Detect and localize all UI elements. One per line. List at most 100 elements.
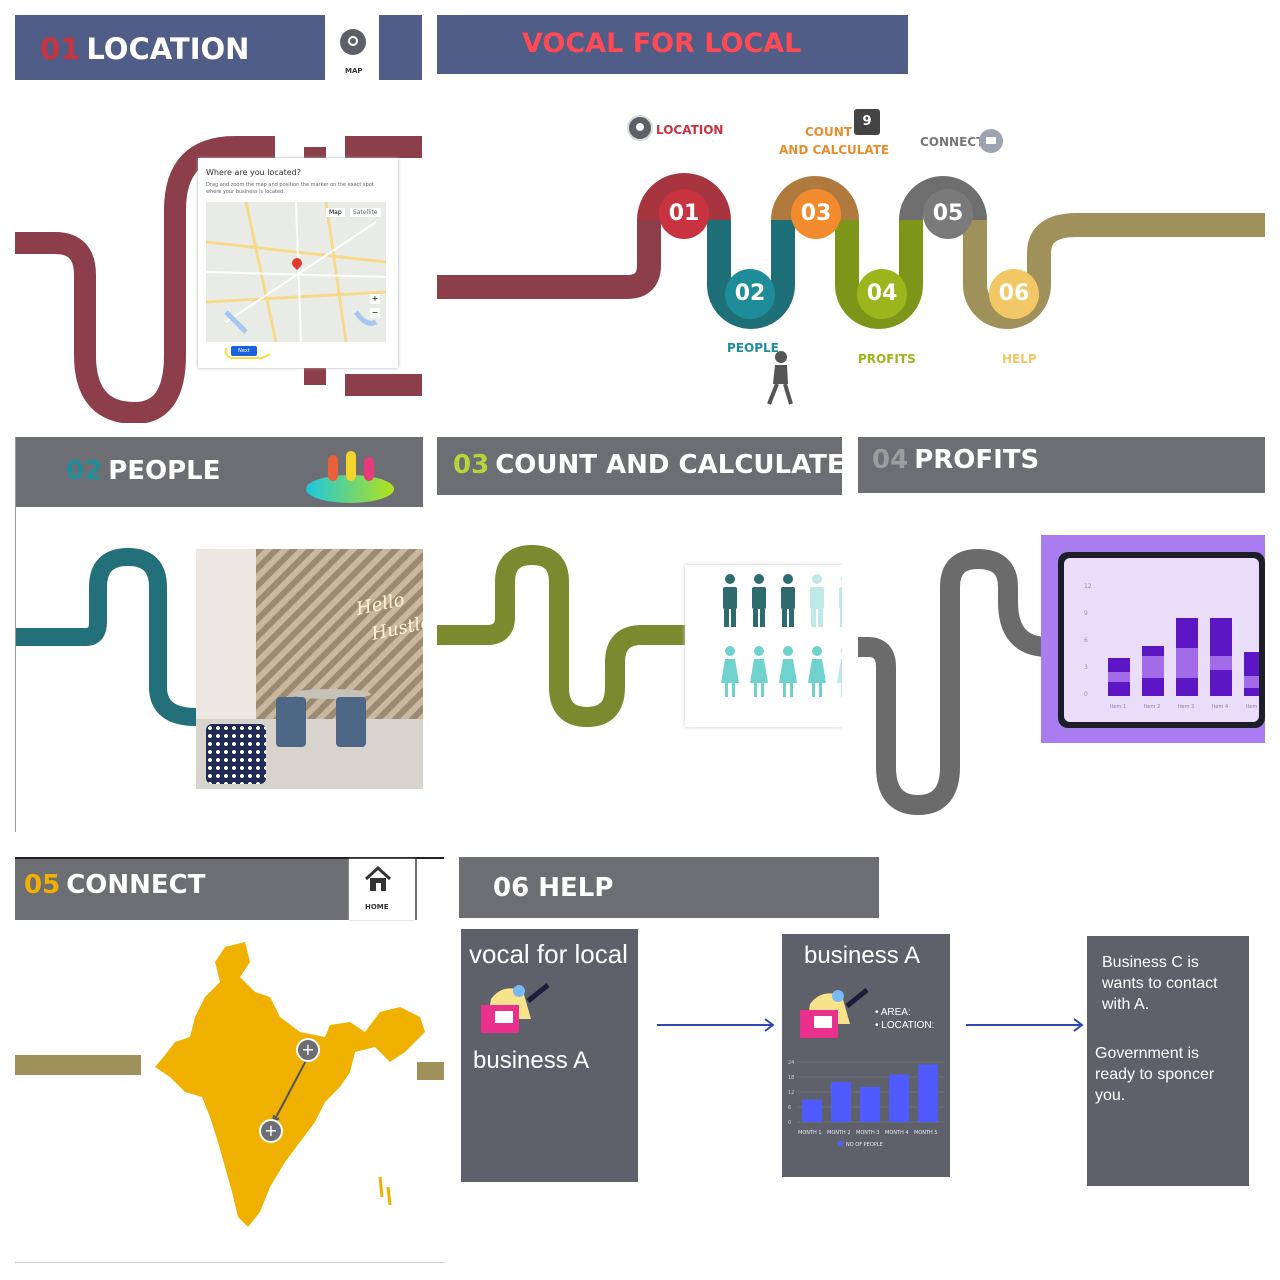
profits-title-text: PROFITS <box>914 445 1040 475</box>
business-x-tick: MONTH 5 <box>914 1130 938 1136</box>
location-node-south[interactable]: + <box>259 1119 283 1143</box>
people-road <box>16 547 206 726</box>
calculator-badge: 9 <box>854 109 880 135</box>
profits-bar-segment <box>1142 656 1164 678</box>
location-card-title: Where are you located? <box>206 168 302 177</box>
count-road <box>437 544 697 728</box>
next-button[interactable]: Next <box>231 346 257 356</box>
profits-road <box>858 548 1049 816</box>
male-figure-icon <box>781 574 795 627</box>
male-figure-icon <box>752 574 766 627</box>
male-figure-icon <box>723 574 737 627</box>
location-header-bar <box>15 15 325 80</box>
connect-number: 05 <box>24 870 61 900</box>
map-type-satellite-button[interactable]: Satellite <box>350 208 381 217</box>
help-card-outcome-text2: Government is ready to sponcer you. <box>1095 1045 1215 1104</box>
step-circle-04[interactable] <box>857 269 907 319</box>
location-header-bar-right <box>379 15 422 80</box>
label-help: HELP <box>1002 352 1037 366</box>
step-circle-02[interactable] <box>725 269 775 319</box>
map-pin-icon <box>340 29 366 55</box>
profits-bar-segment <box>1244 676 1259 688</box>
count-header-bar <box>437 437 842 495</box>
zoom-in-button[interactable]: + <box>370 294 380 304</box>
map-nav-label: MAP <box>345 67 363 75</box>
help-panel: 06 HELP vocal for local business A busin… <box>459 857 1265 1265</box>
step-number-05: 05 <box>932 201 964 226</box>
business-legend-swatch <box>838 1141 843 1146</box>
step-number-02: 02 <box>734 281 766 306</box>
overview-header-bar <box>437 15 908 74</box>
step-number-04: 04 <box>866 281 898 306</box>
location-node-north[interactable]: + <box>296 1038 320 1062</box>
mail-icon <box>979 129 1003 153</box>
help-card-business-heading: business A <box>804 942 921 969</box>
india-map <box>155 942 425 1227</box>
walking-person-icon <box>767 351 793 405</box>
people-number: 02 <box>66 456 103 486</box>
label-profits: PROFITS <box>858 352 916 366</box>
profits-bar-segment <box>1210 656 1232 670</box>
profits-x-tick: Item 5 <box>1246 704 1259 710</box>
step-number-03: 03 <box>800 201 832 226</box>
profits-bar-segment <box>1108 658 1130 672</box>
map-view[interactable]: Map Satellite + − <box>206 202 386 342</box>
people-title-text: PEOPLE <box>108 456 221 486</box>
business-y-tick: 0 <box>788 1120 791 1126</box>
zoom-out-button[interactable]: − <box>370 308 380 318</box>
cafe-photo: Hello Hustler <box>196 549 423 789</box>
location-title-text: LOCATION <box>86 32 250 66</box>
connect-top-rule <box>15 857 444 859</box>
people-figures <box>721 574 842 697</box>
overview-panel: VOCAL FOR LOCAL 01 02 03 04 05 06 LOCATI… <box>437 15 1265 423</box>
shop-illustration-icon <box>481 983 550 1033</box>
business-bar <box>802 1099 822 1122</box>
location-card-desc: Drag and zoom the map and position the m… <box>206 182 374 195</box>
flow-arrow-1 <box>657 1018 775 1032</box>
business-y-tick: 18 <box>788 1075 794 1081</box>
step-circle-03[interactable] <box>791 189 841 239</box>
business-bar <box>831 1082 851 1122</box>
count-number: 03 <box>453 450 490 480</box>
location-pin-icon <box>627 115 653 141</box>
profits-bar-segment <box>1142 646 1164 656</box>
profits-bar-segment <box>1142 678 1164 696</box>
female-figure-icon <box>721 646 739 697</box>
business-y-tick: 12 <box>788 1090 794 1096</box>
connect-road-right <box>417 1062 444 1080</box>
business-legend-label: NO OF PEOPLE <box>846 1142 883 1148</box>
profits-number: 04 <box>872 445 909 475</box>
label-count: COUNT <box>805 125 852 139</box>
profits-y-tick: 12 <box>1084 583 1092 590</box>
help-card-vocal: vocal for local business A <box>461 929 638 1182</box>
business-location-label: LOCATION: <box>881 1020 935 1031</box>
business-x-tick: MONTH 4 <box>885 1130 909 1136</box>
business-area-bullet: • AREA: <box>875 1007 911 1018</box>
profits-bar-segment <box>1244 652 1259 676</box>
profits-bar-segment <box>1176 618 1198 648</box>
connect-header-bar-right <box>415 859 417 920</box>
location-number: 01 <box>40 32 81 66</box>
step-circle-05[interactable] <box>923 189 973 239</box>
connect-title-text: CONNECT <box>66 870 206 900</box>
map-type-map-button[interactable]: Map <box>326 208 345 217</box>
step-circle-01[interactable] <box>659 189 709 239</box>
business-x-tick: MONTH 2 <box>827 1130 851 1136</box>
profits-y-tick: 6 <box>1084 637 1088 644</box>
connect-road-left <box>15 1055 141 1075</box>
overview-roadmap <box>437 173 1265 329</box>
profits-x-tick: Item 4 <box>1212 704 1228 710</box>
business-bar <box>918 1064 938 1122</box>
people-group-icon <box>306 451 394 503</box>
profits-y-tick: 3 <box>1084 664 1088 671</box>
label-people: PEOPLE <box>727 341 779 355</box>
step-circle-06[interactable] <box>989 269 1039 319</box>
